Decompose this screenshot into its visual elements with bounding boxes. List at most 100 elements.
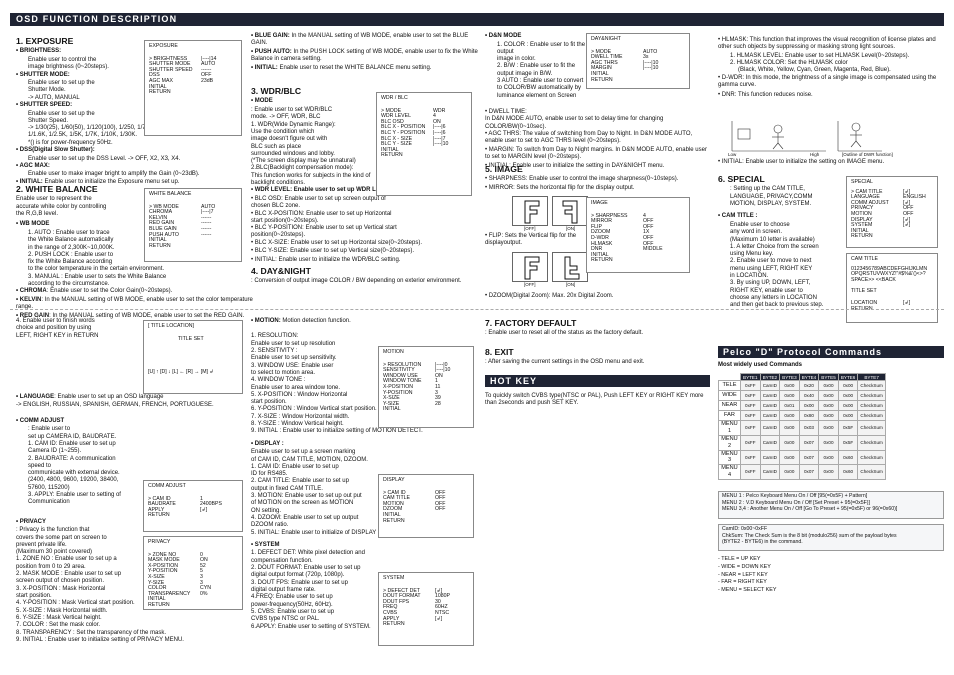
osd-menu-value: [↲] xyxy=(903,188,911,195)
text-line: 1. ZONE NO : Enable user to set up a xyxy=(16,556,117,563)
title-set-label: TITLE SET xyxy=(178,335,204,342)
osd-menu-row: RETURN xyxy=(851,234,929,240)
text-line: • DWELL TIME: xyxy=(485,109,527,115)
osd-menu-item: TRANSPARENCY xyxy=(148,590,191,597)
text-line: start position. xyxy=(16,593,52,599)
pelco-byte-cell: 0x60 xyxy=(837,449,859,466)
pelco-byte-cell: 0x00 xyxy=(779,449,800,466)
osd-menu-item: INITIAL xyxy=(383,512,401,519)
text-line: - TELE = UP KEY xyxy=(718,556,761,562)
text-line: (BYTE2 - BYTE6) in the command. xyxy=(722,539,803,545)
osd-menu-item: > MODE xyxy=(381,107,402,114)
text-line: and then get back to previous step. xyxy=(730,302,824,309)
pelco-byte-cell: 0x00 xyxy=(779,380,800,392)
osd-menu-value: 39 xyxy=(435,395,441,402)
pelco-byte-cell: CheckSum xyxy=(857,434,886,451)
pelco-column-header: BYTE7 xyxy=(857,373,886,382)
osd-menu-value: 3 xyxy=(200,579,203,586)
osd-menu-item: BLUE GAIN xyxy=(149,226,177,233)
pelco-byte-cell: 0x00 xyxy=(818,434,839,451)
text-line: position from 0 to 29 area. xyxy=(16,563,86,570)
osd-menu-item: RED GAIN xyxy=(149,220,175,227)
pelco-byte-cell: CamID xyxy=(759,400,781,412)
osd-menu-value: OFF xyxy=(435,500,446,507)
comm-adjust-label: • COMM ADJUST xyxy=(16,417,65,424)
osd-menu-row: SHUTTER SPEED------ xyxy=(149,67,219,74)
osd-box-title: SYSTEM xyxy=(383,575,405,581)
text-line: Enable user to set up a screen marking xyxy=(251,449,356,456)
osd-menu-item: BLC Y - POSITION xyxy=(381,130,426,137)
text-line: 9. INITIAL : Enable user to initialize s… xyxy=(16,636,184,643)
flip-on-figure xyxy=(552,252,588,282)
osd-menu-value: |----|6 xyxy=(433,124,446,131)
white-balance-section: 2. WHITE BALANCE Enable user to represen… xyxy=(16,184,256,321)
text-line: of MOTION on the screen as MOTION xyxy=(251,500,354,507)
text-line: 7. X-SIZE : Window Horizontal width. xyxy=(251,413,350,420)
osd-menu-row: BLC X - SIZE|----|7 xyxy=(381,136,451,143)
factory-desc: : Enable user to reset all of the status… xyxy=(485,330,644,337)
system-label: • SYSTEM xyxy=(251,541,280,548)
text-line: 3. By using UP, DOWN, LEFT, xyxy=(730,280,811,287)
text-line: 57600, 115200) xyxy=(28,484,70,491)
osd-menu-row: INITIAL xyxy=(149,238,218,244)
osd-menu-value xyxy=(201,244,218,250)
mirror-on-figure xyxy=(552,196,588,226)
osd-menu-row: INITIAL xyxy=(383,407,453,413)
osd-menu-value: OFF xyxy=(435,506,446,513)
osd-menu-value: |----|10 xyxy=(643,65,659,72)
osd-menu-row: RETURN xyxy=(381,153,451,159)
osd-menu-item: D-WDR xyxy=(591,235,609,242)
blc-x-position: • BLC X-POSITION: Enable user to set up … xyxy=(251,211,479,226)
text-line: (Maximum 30 point covered) xyxy=(16,549,93,556)
text-line: 2. CAM TITLE: Enable user to set up xyxy=(251,478,349,485)
exit-desc: : After saving the current settings in t… xyxy=(485,359,645,366)
exit-heading: 8. EXIT xyxy=(485,346,514,357)
text-line: image brightness (0~20steps). xyxy=(28,64,109,71)
dwdr-caption: [Outline of DWR function] xyxy=(842,152,893,157)
osd-menu-value xyxy=(643,258,666,264)
osd-menu-row: RED GAIN------ xyxy=(149,221,218,227)
text-line: 2. B/W : Enable user to fit the xyxy=(497,63,576,70)
dwdr-diagram xyxy=(726,107,886,157)
osd-menu-value xyxy=(433,153,451,159)
osd-menu-value: 3 xyxy=(435,389,438,396)
osd-menu-item: RETURN xyxy=(149,89,171,96)
osd-menu-value: ENGLISH xyxy=(903,194,926,201)
pelco-command-name: WIDE xyxy=(718,390,741,402)
osd-menu-item: LOCATION xyxy=(851,300,878,307)
title-set-label: TITLE SET xyxy=(851,288,877,295)
hlmask-color-list: (Black, White, Yellow, Cyan, Green, Mage… xyxy=(738,67,891,74)
osd-menu-value: |----|14 xyxy=(201,55,217,62)
osd-menu-value: |----|10 xyxy=(433,141,449,148)
text-line: mode. -> OFF, WDR, BLC xyxy=(251,114,321,121)
motion-section: • MOTION: Motion detection function. 1. … xyxy=(251,318,479,631)
pelco-column-header: BYTE2 xyxy=(759,373,781,382)
osd-menu-value: [↲] xyxy=(200,506,208,513)
margin: • MARGIN: To switch from Day to Night ma… xyxy=(485,146,707,161)
text-line: chosen BLC zone. xyxy=(251,203,301,210)
text-line: accurate white color by controlling xyxy=(16,203,107,210)
osd-menu-value: |----|7 xyxy=(201,209,214,216)
text-line: In D&N MODE AUTO, enable user to set to … xyxy=(485,116,664,130)
text-line: 3. APPLY: Enable user to setting of xyxy=(28,492,121,499)
osd-menu-row: INITIAL xyxy=(591,71,661,78)
pelco-column-header: BYTE5 xyxy=(818,373,839,382)
osd-menu-row: RETURN xyxy=(591,77,661,84)
osd-menu-item: > RESOLUTION xyxy=(383,361,422,368)
text-line: : Enable user to xyxy=(28,426,71,433)
